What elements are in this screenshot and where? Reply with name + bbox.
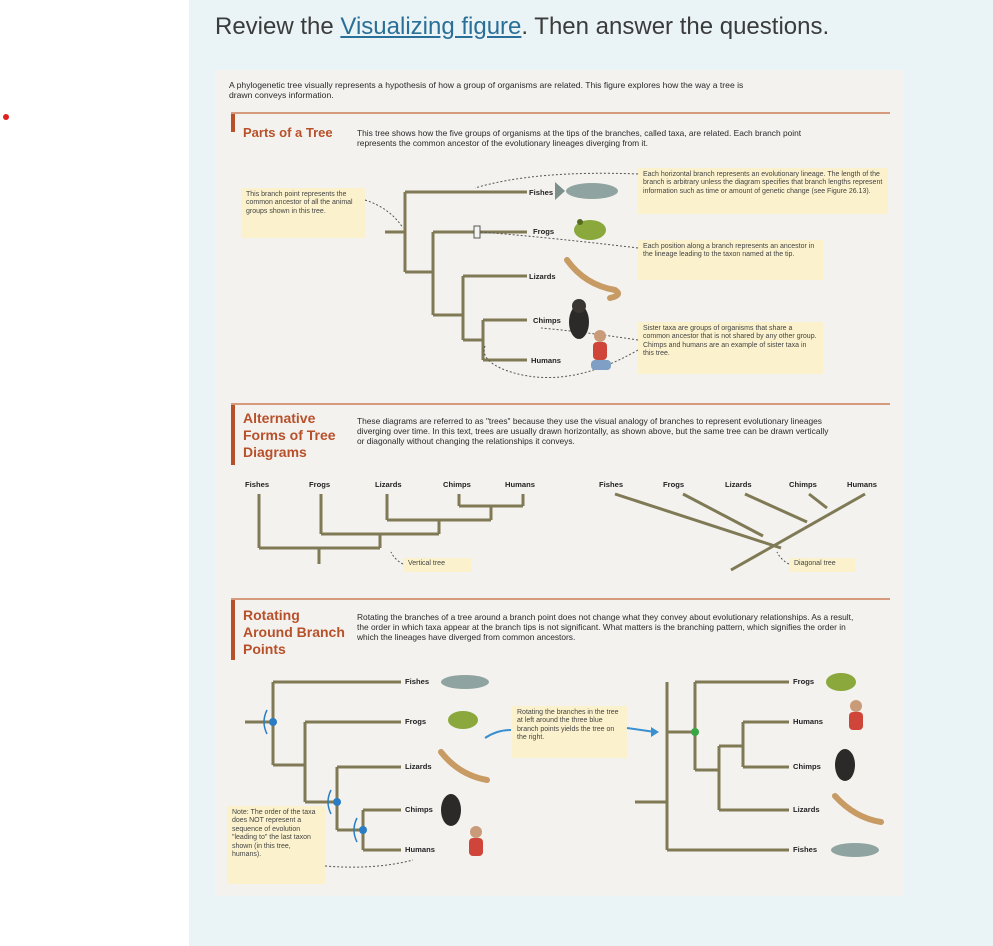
figure-intro: A phylogenetic tree visually represents … — [229, 80, 744, 100]
red-indicator-dot — [3, 114, 9, 120]
organism-fish-icon — [555, 182, 618, 200]
rotate-right-taxon-humans: Humans — [793, 717, 823, 726]
note-branch-point: This branch point represents the common … — [241, 188, 365, 238]
label-diagonal-tree: Diagonal tree — [789, 558, 855, 572]
prompt-text-before: Review the — [215, 13, 341, 40]
rotate-left-taxon-fishes: Fishes — [405, 677, 430, 686]
section-title-parts: Parts of a Tree — [243, 125, 333, 140]
organism-chimp-icon — [569, 299, 589, 339]
taxon-label-chimps: Chimps — [533, 316, 561, 325]
arrow-right-icon — [626, 727, 656, 733]
green-node-icon — [691, 728, 699, 736]
organism-lizard-icon — [564, 257, 621, 301]
note-sister-taxa: Sister taxa are groups of organisms that… — [638, 322, 823, 374]
section-bar-alternative — [231, 405, 235, 465]
prompt-text-after: . Then answer the questions. — [521, 13, 830, 40]
branch-position-marker — [473, 225, 481, 239]
section-text-parts: This tree shows how the five groups of o… — [357, 128, 802, 148]
rotate-left-taxon-frogs: Frogs — [405, 717, 427, 726]
section-text-rotating: Rotating the branches of a tree around a… — [357, 612, 854, 642]
taxon-label-frogs: Frogs — [533, 227, 555, 236]
rotate-right-taxon-fishes: Fishes — [793, 845, 818, 854]
vertical-tree — [257, 494, 525, 564]
rotate-right-taxon-lizards: Lizards — [793, 805, 820, 814]
diagonal-taxon-lizards: Lizards — [725, 480, 752, 489]
rotate-right-organism-icons — [826, 673, 884, 857]
vertical-taxon-humans: Humans — [505, 480, 535, 489]
organism-human-icon — [591, 330, 611, 370]
taxon-label-fishes: Fishes — [529, 188, 554, 197]
section-title-rotating: Rotating Around Branch Points — [243, 607, 345, 657]
arrow-left-icon — [484, 729, 512, 739]
rotate-left-tree — [245, 680, 401, 852]
note-taxa-order: Note: The order of the taxa does NOT rep… — [227, 806, 325, 884]
note-horizontal-branch: Each horizontal branch represents an evo… — [638, 168, 888, 214]
rotate-left-taxon-humans: Humans — [405, 845, 435, 854]
parts-tree — [385, 190, 527, 362]
vertical-tree-pointer — [390, 551, 404, 565]
section-rule-rotating — [231, 598, 890, 600]
rotation-node-icons — [263, 709, 367, 843]
label-vertical-tree: Vertical tree — [403, 558, 471, 572]
rotate-right-taxon-chimps: Chimps — [793, 762, 821, 771]
section-text-alternative: These diagrams are referred to as "trees… — [357, 416, 829, 446]
rotate-right-taxon-frogs: Frogs — [793, 677, 815, 686]
vertical-taxon-chimps: Chimps — [443, 480, 471, 489]
diagonal-tree — [614, 492, 866, 572]
taxon-label-humans: Humans — [531, 356, 561, 365]
note-rotate-branches: Rotating the branches in the tree at lef… — [512, 706, 627, 758]
section-rule-parts — [231, 112, 890, 114]
parts-tree-pointers — [364, 172, 639, 379]
section-title-alternative: Alternative Forms of Tree Diagrams — [243, 410, 336, 460]
rotate-right-tree — [635, 680, 789, 852]
diagonal-taxon-chimps: Chimps — [789, 480, 817, 489]
rotate-left-organism-icons — [438, 675, 490, 856]
note-branch-position: Each position along a branch represents … — [638, 240, 823, 280]
taxon-label-lizards: Lizards — [529, 272, 556, 281]
diagonal-tree-pointer — [776, 551, 790, 565]
note-order-pointer — [324, 859, 414, 868]
diagonal-taxon-humans: Humans — [847, 480, 877, 489]
diagonal-taxon-fishes: Fishes — [599, 480, 624, 489]
section-bar-parts — [231, 114, 235, 132]
vertical-taxon-frogs: Frogs — [309, 480, 331, 489]
rotate-left-taxon-lizards: Lizards — [405, 762, 432, 771]
vertical-taxon-fishes: Fishes — [245, 480, 270, 489]
vertical-taxon-lizards: Lizards — [375, 480, 402, 489]
diagonal-taxon-frogs: Frogs — [663, 480, 685, 489]
question-prompt: Review the Visualizing figure. Then answ… — [215, 13, 829, 41]
section-rule-alternative — [231, 403, 890, 405]
visualizing-figure-link[interactable]: Visualizing figure — [340, 13, 522, 40]
rotate-left-taxon-chimps: Chimps — [405, 805, 433, 814]
visualizing-figure: A phylogenetic tree visually represents … — [215, 70, 904, 896]
figure-drawings — [245, 172, 884, 868]
organism-frog-icon — [574, 219, 606, 240]
section-bar-rotating — [231, 600, 235, 660]
